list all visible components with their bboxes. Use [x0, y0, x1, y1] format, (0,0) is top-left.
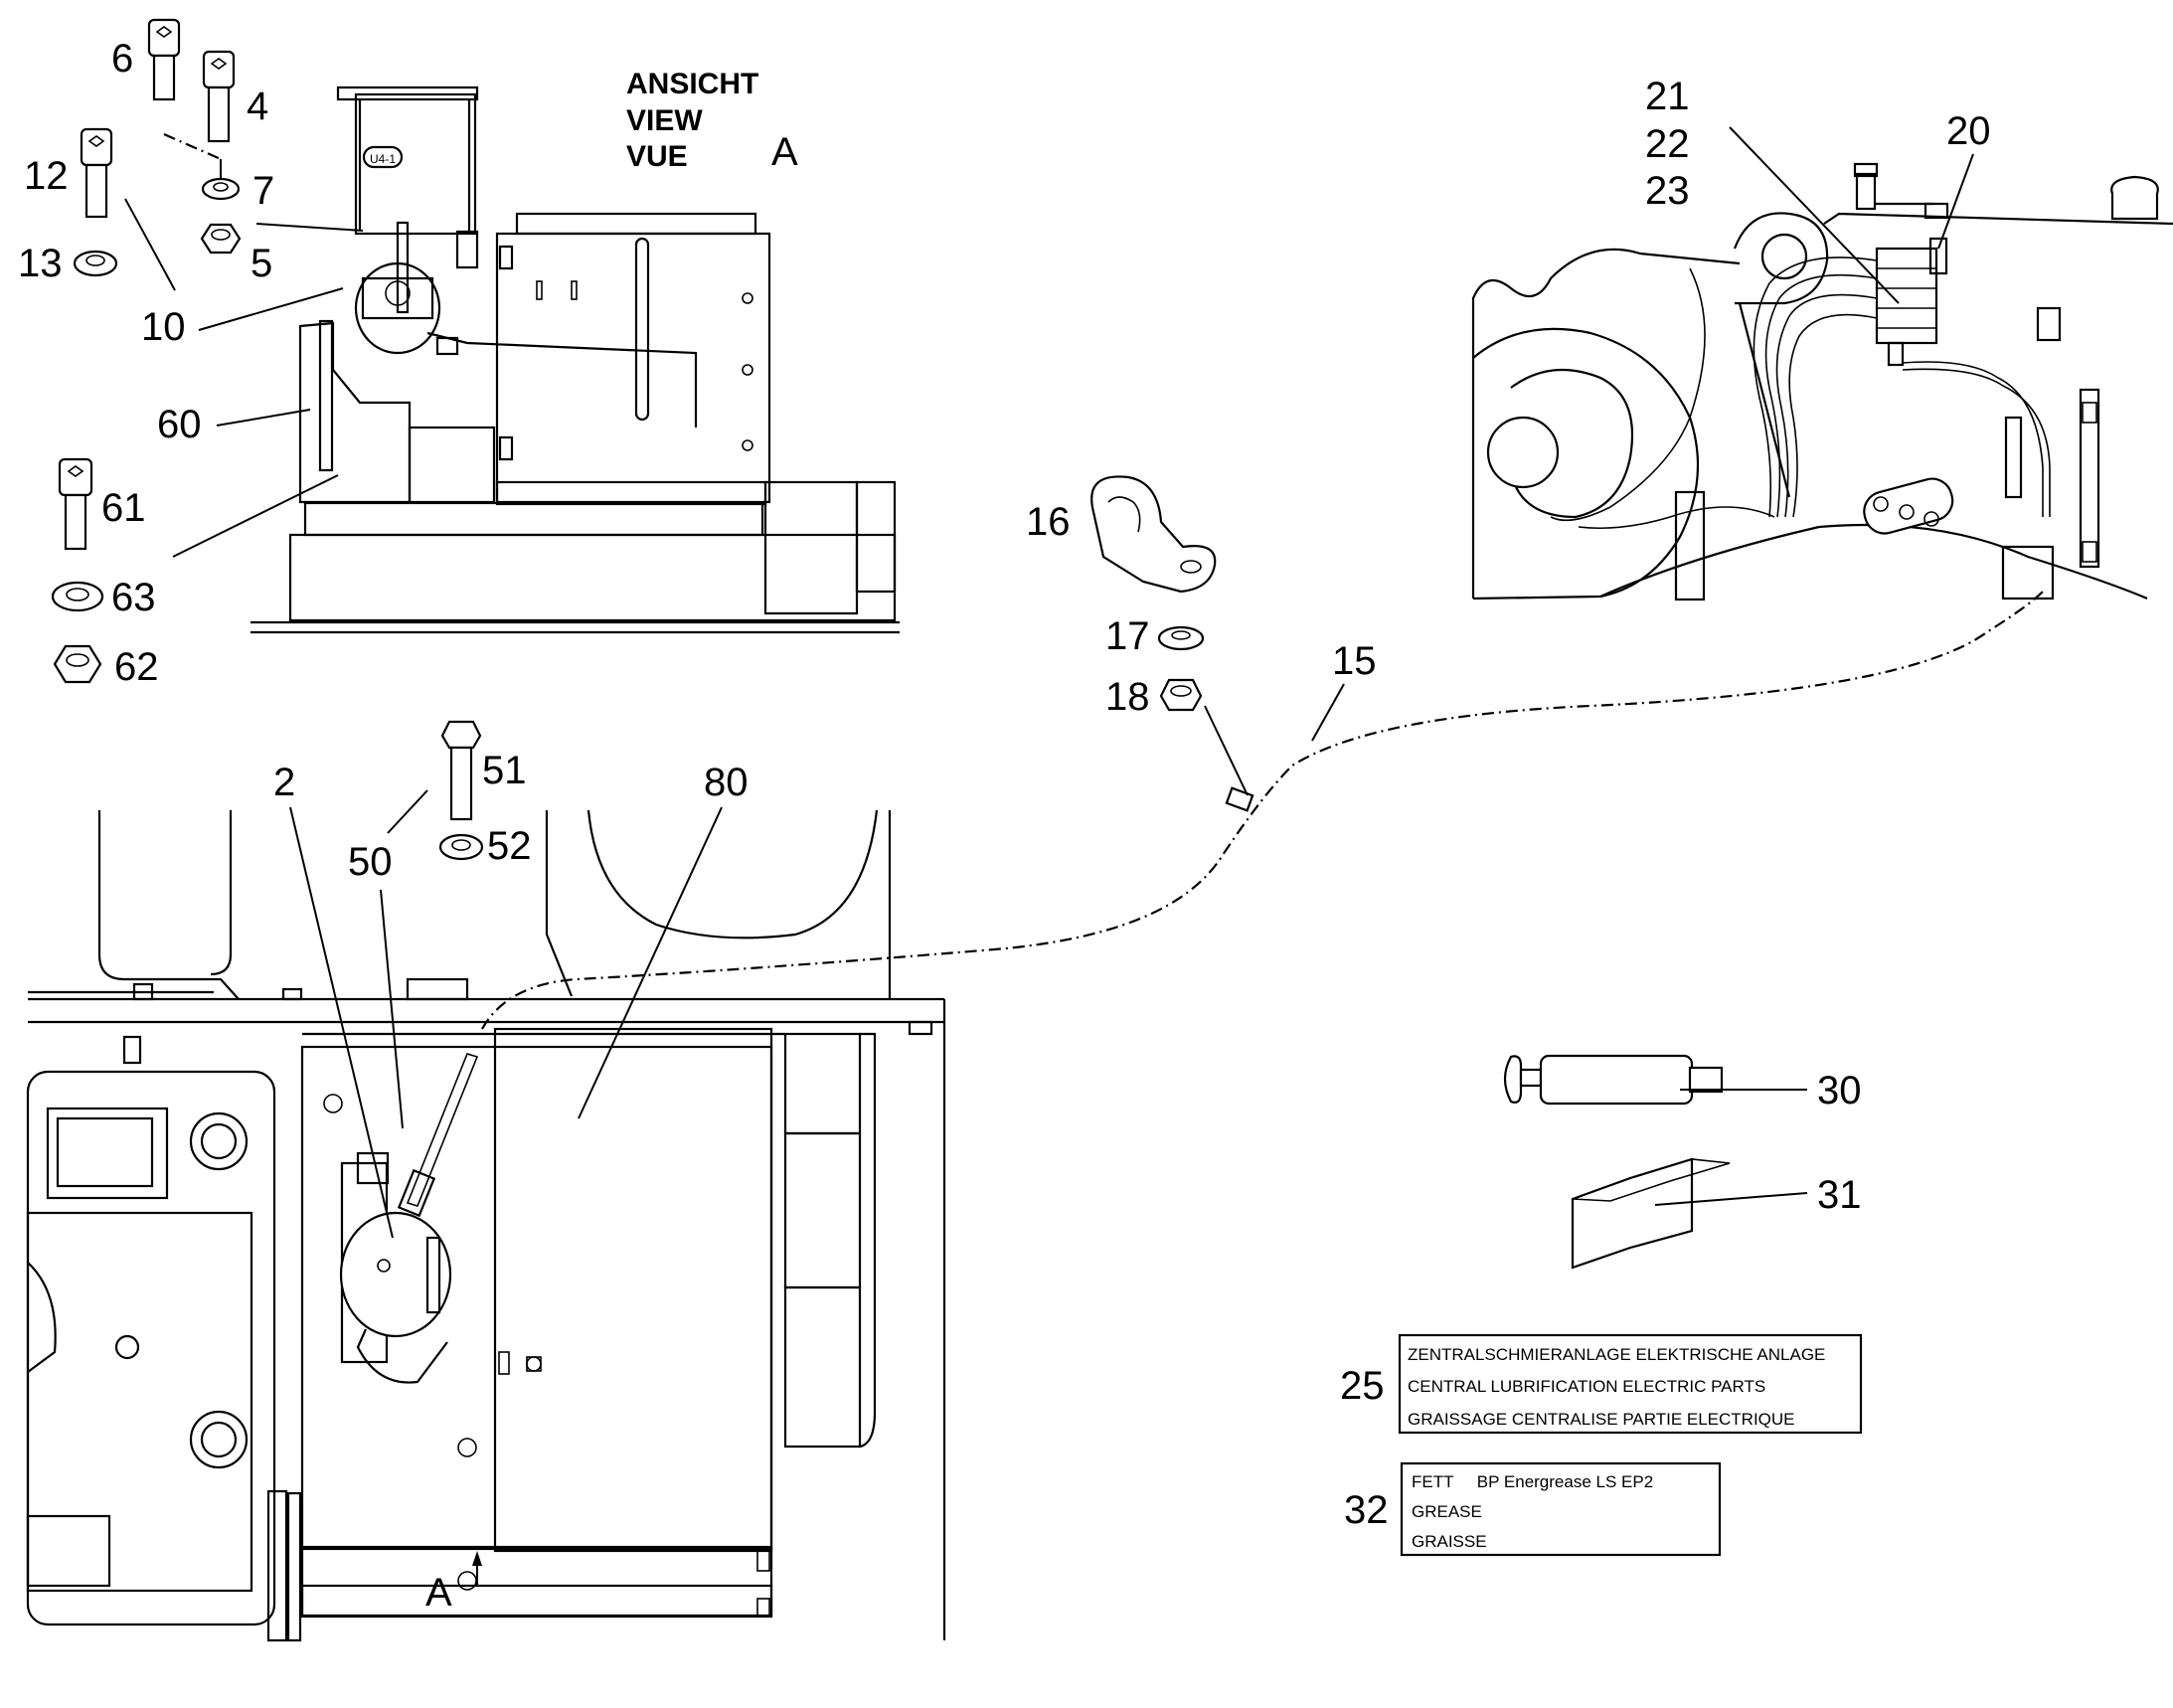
callout-7: 7	[252, 169, 274, 213]
callout-60: 60	[157, 403, 202, 446]
callouts-accessories: 30 31	[1817, 1069, 1862, 1217]
washer-63	[51, 581, 104, 612]
callout-31: 31	[1817, 1173, 1862, 1217]
callout-61: 61	[101, 486, 146, 530]
washer-7	[201, 177, 241, 201]
clip-on-hose	[1225, 786, 1254, 812]
box25-line-de: ZENTRALSCHMIERANLAGE ELEKTRISCHE ANLAGE	[1408, 1345, 1825, 1364]
callout-51: 51	[482, 749, 527, 792]
callout-25: 25	[1340, 1364, 1385, 1408]
bolt-12	[80, 127, 113, 219]
bolt-51	[440, 720, 482, 821]
callout-13: 13	[18, 242, 63, 285]
grease-pack-31	[1571, 1157, 1808, 1270]
view-label-fr: VUE	[626, 140, 688, 173]
view-label-de: ANSICHT	[626, 68, 758, 100]
label-box-32: 32 FETT BP Energrease LS EP2 GREASE GRAI…	[1344, 1461, 1722, 1557]
callout-20: 20	[1946, 109, 1991, 153]
callout-62: 62	[114, 645, 159, 689]
callout-12: 12	[24, 154, 69, 198]
callout-32: 32	[1344, 1488, 1389, 1532]
callout-4: 4	[247, 85, 268, 128]
box25-line-fr: GRAISSAGE CENTRALISE PARTIE ELECTRIQUE	[1408, 1410, 1795, 1429]
callout-80: 80	[704, 761, 749, 804]
callouts-bottom-left: 2 51 52 50 80	[273, 749, 749, 1239]
nut-18	[1159, 678, 1203, 712]
nut-5	[200, 223, 242, 255]
callout-30: 30	[1817, 1069, 1862, 1112]
box32-line-fr: GRAISSE	[1412, 1532, 1487, 1551]
view-a-title: ANSICHT VIEW VUE A	[626, 68, 798, 174]
callout-21: 21	[1645, 75, 1690, 118]
hose-line-15	[481, 591, 2044, 1030]
callout-22: 22	[1645, 122, 1690, 166]
bolt-61	[58, 457, 93, 551]
callout-50: 50	[348, 840, 393, 884]
callouts-top-right: 21 22 23 20	[1645, 75, 1991, 304]
callout-63: 63	[111, 576, 156, 619]
bolt-6	[147, 18, 181, 101]
bolt-4	[202, 50, 236, 143]
callouts-top-left: 6 4 7 5 12 13 10 60 61 63 62	[18, 37, 364, 689]
nut-13	[73, 250, 118, 277]
callout-15: 15	[1332, 639, 1377, 683]
washer-52	[438, 833, 484, 861]
view-a-pump-assembly: U4-1	[251, 85, 900, 634]
callout-2: 2	[273, 761, 295, 804]
label-box-25: 25 ZENTRALSCHMIERANLAGE ELEKTRISCHE ANLA…	[1340, 1333, 1863, 1435]
box32-line-de: FETT BP Energrease LS EP2	[1412, 1472, 1653, 1491]
grease-gun-30	[1503, 1054, 1807, 1106]
machine-front-view: A	[26, 809, 946, 1642]
washer-17	[1157, 625, 1205, 651]
bolt-6-axis	[163, 132, 222, 161]
pump-tag-label: U4-1	[370, 152, 396, 166]
callout-52: 52	[487, 824, 532, 868]
box32-line-en: GREASE	[1412, 1502, 1482, 1521]
nut-62	[53, 644, 102, 684]
view-letter: A	[771, 130, 798, 174]
distributor-detail-view	[1471, 162, 2173, 601]
box25-line-en: CENTRAL LUBRIFICATION ELECTRIC PARTS	[1408, 1377, 1765, 1396]
clamp-16	[1090, 475, 1217, 594]
callout-5: 5	[251, 242, 272, 285]
section-marker-a: A	[425, 1571, 452, 1615]
view-label-en: VIEW	[626, 104, 703, 137]
callout-16: 16	[1026, 500, 1071, 544]
callout-23: 23	[1645, 169, 1690, 213]
callout-17: 17	[1105, 614, 1150, 658]
callouts-mid: 16 17 18 15	[1026, 500, 1377, 742]
callout-10: 10	[141, 305, 186, 349]
callout-18: 18	[1105, 675, 1150, 719]
callout-6: 6	[111, 37, 133, 81]
